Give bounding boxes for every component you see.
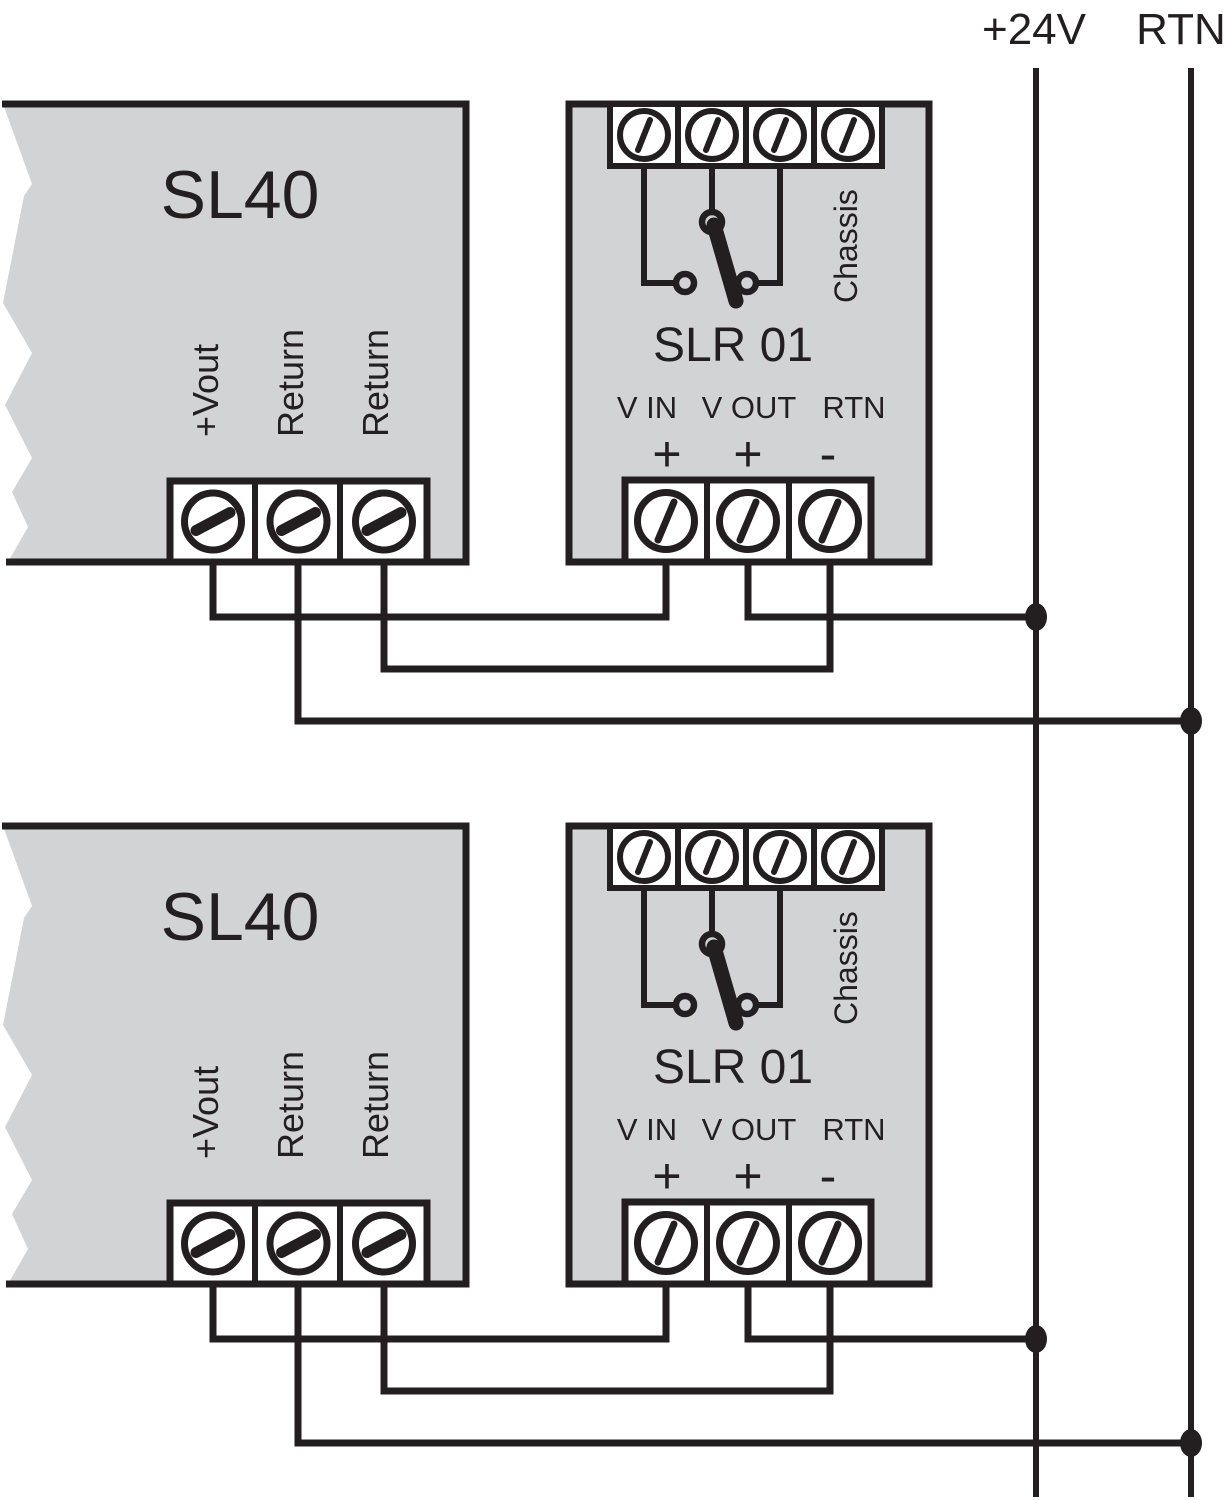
terminal-divider <box>252 1203 343 1284</box>
unit-2: SL40 +Vout Return Return SLR 01 Chassis … <box>2 822 1202 1457</box>
screw-slot-icon <box>190 507 236 536</box>
sl40-terminal-label-vout: +Vout <box>185 344 226 437</box>
screw-slot-icon <box>818 498 842 544</box>
screw-slot-icon <box>635 839 653 875</box>
slr01-title: SLR 01 <box>653 319 813 372</box>
bus-label-rtn: RTN <box>1136 5 1226 54</box>
wire-sl40-vout-to-slr-vin <box>209 562 670 621</box>
polarity-plus-label: + <box>733 426 762 482</box>
wire-sl40-return-to-slr-rtn <box>380 1284 834 1395</box>
sl40-terminal-label-return2: Return <box>355 1051 396 1159</box>
screw-slot-icon <box>703 117 721 153</box>
slr01-vin-label: V IN <box>617 390 677 425</box>
terminal-divider <box>675 104 817 166</box>
screw-slot-icon <box>654 1220 678 1266</box>
chassis-label: Chassis <box>828 911 864 1025</box>
sl40-module <box>3 826 466 1284</box>
screw-slot-icon <box>818 1220 842 1266</box>
bus-label-24v: +24V <box>982 5 1087 54</box>
screw-slot-icon <box>361 1229 407 1258</box>
sl40-terminal-label-return1: Return <box>270 1051 311 1159</box>
sl40-terminal-label-return1: Return <box>270 329 311 437</box>
slr01-rtn-label: RTN <box>822 1112 885 1147</box>
polarity-plus-label: + <box>733 1148 762 1204</box>
sl40-terminal-label-vout: +Vout <box>185 1066 226 1159</box>
terminal-divider <box>704 480 792 562</box>
switch-contact-right <box>734 992 760 1018</box>
sl40-terminal-label-return2: Return <box>355 329 396 437</box>
screw-slot-icon <box>736 498 760 544</box>
sl40-title: SL40 <box>161 879 320 955</box>
screw-slot-icon <box>703 839 721 875</box>
terminal-divider <box>252 481 343 562</box>
slr01-vout-label: V OUT <box>702 1112 797 1147</box>
terminal-divider <box>704 1202 792 1284</box>
slr01-vout-label: V OUT <box>702 390 797 425</box>
switch-lever <box>706 939 744 1031</box>
switch-contact-right <box>734 270 760 296</box>
switch-wire-left <box>641 888 674 1008</box>
switch-contact-left <box>672 992 698 1018</box>
switch-contact-left <box>672 270 698 296</box>
polarity-plus-label: + <box>652 426 681 482</box>
slr01-vin-label: V IN <box>617 1112 677 1147</box>
wire-sl40-return-to-rtn-bus <box>294 1284 1191 1447</box>
wire-slr-vout-to-24v-bus <box>744 1284 1036 1343</box>
polarity-minus-label: - <box>820 1148 837 1204</box>
screw-slot-icon <box>361 507 407 536</box>
screw-slot-icon <box>654 498 678 544</box>
wire-sl40-return-to-slr-rtn <box>380 562 834 673</box>
unit-1: SL40 +Vout Return Return <box>2 100 1202 735</box>
slr01-title: SLR 01 <box>653 1041 813 1094</box>
screw-slot-icon <box>839 117 857 153</box>
screw-slot-icon <box>736 1220 760 1266</box>
screw-slot-icon <box>635 117 653 153</box>
switch-wire-right <box>757 166 783 286</box>
sl40-title: SL40 <box>161 157 320 233</box>
terminal-divider <box>675 826 817 888</box>
switch-lever <box>706 217 744 309</box>
switch-wire-left <box>641 166 674 286</box>
screw-slot-icon <box>839 839 857 875</box>
slr01-rtn-label: RTN <box>822 390 885 425</box>
screw-slot-icon <box>276 507 321 536</box>
sl40-module <box>3 104 466 562</box>
wire-slr-vout-to-24v-bus <box>744 562 1036 621</box>
wire-sl40-vout-to-slr-vin <box>209 1284 670 1343</box>
screw-slot-icon <box>190 1229 236 1258</box>
polarity-plus-label: + <box>652 1148 681 1204</box>
screw-slot-icon <box>771 839 789 875</box>
wire-sl40-return-to-rtn-bus <box>294 562 1191 725</box>
screw-slot-icon <box>276 1229 321 1258</box>
polarity-minus-label: - <box>820 426 837 482</box>
chassis-label: Chassis <box>828 189 864 303</box>
switch-wire-right <box>757 888 783 1008</box>
screw-slot-icon <box>771 117 789 153</box>
